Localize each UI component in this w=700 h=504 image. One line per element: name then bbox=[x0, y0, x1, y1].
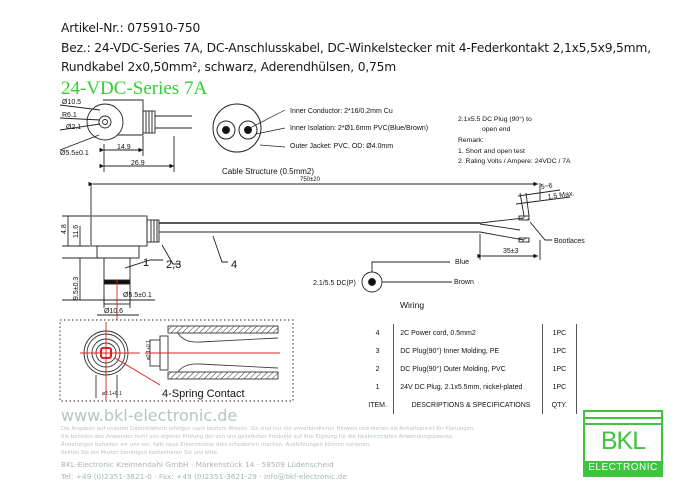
dim-side-body: Ø10.6 bbox=[104, 308, 123, 315]
bootlaces-label: Bootlaces bbox=[554, 238, 585, 245]
remark-title-2: open end bbox=[482, 126, 511, 133]
article-number: Artikel-Nr.: 075910-750 bbox=[61, 21, 201, 35]
wire-brown-label: Brown bbox=[454, 279, 474, 286]
bom-desc: DC Plug(90°) Outer Molding, PVC bbox=[393, 360, 543, 378]
dim-4-8: 4.8 bbox=[61, 224, 68, 234]
plug-front-view bbox=[59, 99, 192, 172]
spring-contact-label: 4-Spring Contact bbox=[162, 388, 245, 400]
wire-blue-label: Blue bbox=[455, 259, 469, 266]
wiring-diagram bbox=[361, 261, 452, 293]
remark-title-1: 2.1x5.5 DC Plug (90°) to bbox=[458, 115, 532, 123]
bom-desc: 2C Power cord, 0.5mm2 bbox=[393, 324, 543, 342]
bom-qty: 1PC bbox=[543, 378, 577, 396]
dim-split-length: 35±3 bbox=[503, 248, 519, 255]
dim-side-barrel: Ø5.5±0.1 bbox=[123, 292, 152, 299]
dim-9-5: 9.5±0.3 bbox=[73, 277, 80, 300]
bom-item: 3 bbox=[375, 347, 380, 355]
inner-isolation-label: Inner Isolation: 2*Ø1.6mm PVC(Blue/Brown… bbox=[290, 125, 428, 132]
table-row: 1 24V DC Plug, 2.1x5.5mm, nickel-plated … bbox=[362, 378, 577, 396]
table-row: 2 DC Plug(90°) Outer Molding, PVC 1PC bbox=[362, 360, 577, 378]
dim-length: 750±20 bbox=[300, 177, 321, 183]
logo-sub: ELECTRONIC bbox=[585, 461, 661, 475]
outer-jacket-label: Outer Jacket: PVC, OD: Ø4.0mm bbox=[290, 143, 393, 150]
dim-radius: R6.1 bbox=[62, 112, 77, 119]
wiring-plug-label: 2.1/5.5 DC(P) bbox=[313, 280, 356, 287]
callout-2-3: 2,3 bbox=[166, 259, 181, 271]
dim-barrel-diameter: Ø5.5±0.1 bbox=[60, 150, 89, 157]
bom-item: 2 bbox=[375, 365, 380, 373]
dim-pin-diameter: Ø2.1 bbox=[66, 124, 81, 131]
dim-strip-5-6: 5~6 bbox=[540, 182, 553, 191]
website-link[interactable]: www.bkl-electronic.de bbox=[61, 406, 238, 425]
spring-contact-detail bbox=[59, 319, 294, 402]
bom-qty: 1PC bbox=[543, 360, 577, 378]
detail-pin-dim: ø2.1+0.1 bbox=[102, 391, 122, 397]
callout-1: 1 bbox=[143, 257, 149, 269]
bom-desc: DC Plug(90°) Inner Molding, PE bbox=[393, 342, 543, 360]
disclaimer-line-1: Die Angaben auf unseren Datenblättern er… bbox=[61, 426, 475, 432]
bom-table: 4 2C Power cord, 0.5mm2 1PC 3 DC Plug(90… bbox=[362, 324, 577, 414]
dim-outer-diameter: Ø10.5 bbox=[62, 99, 81, 106]
company-address: BKL-Electronic Kreimendahl GmbH · Märken… bbox=[61, 460, 334, 469]
dim-11-6: 11.6 bbox=[73, 225, 80, 238]
disclaimer-line-2: Sie befreien den Anwender nicht von eige… bbox=[61, 434, 454, 440]
remark-label: Remark: bbox=[458, 137, 484, 144]
company-contact: Tel: +49 (0)2351-3621-0 · Fax: +49 (0)23… bbox=[61, 472, 347, 481]
bom-item: 1 bbox=[375, 383, 380, 391]
detail-pin-dim-side: ø2.1+0.1 bbox=[146, 340, 152, 360]
remark-item-2: 2. Rating Volts / Ampere: 24VDC / 7A bbox=[458, 158, 571, 165]
table-row: 4 2C Power cord, 0.5mm2 1PC bbox=[362, 324, 577, 342]
bom-header-item: ITEM. bbox=[368, 401, 387, 409]
bkl-logo: BKL ELECTRONIC bbox=[583, 410, 663, 477]
disclaimer-line-4: Sollten Sie ein Muster benötigen kontakt… bbox=[61, 450, 219, 456]
dim-strip-1-5: 1.5 Max. bbox=[547, 190, 575, 201]
bom-qty: 1PC bbox=[543, 342, 577, 360]
dim-14-9: 14.9 bbox=[117, 144, 131, 151]
inner-conductor-label: Inner Conductor: 2*16/0.2mm Cu bbox=[290, 108, 393, 115]
description-line-1: Bez.: 24-VDC-Series 7A, DC-Anschlusskabe… bbox=[61, 41, 651, 55]
bom-item: 4 bbox=[375, 329, 380, 337]
callout-4: 4 bbox=[231, 259, 237, 271]
description-line-2: Rundkabel 2x0,50mm², schwarz, Aderendhül… bbox=[61, 60, 397, 74]
remark-item-1: 1. Short and open test bbox=[458, 148, 525, 155]
table-header: ITEM. DESCRIPTIONS & SPECIFICATIONS QTY. bbox=[362, 396, 577, 414]
disclaimer-line-3: Änderungen behalten wir uns vor, falls n… bbox=[61, 442, 371, 448]
wiring-title: Wiring bbox=[400, 300, 424, 310]
plug-side-view bbox=[62, 181, 571, 320]
bom-header-qty: QTY. bbox=[543, 396, 577, 414]
series-title: 24-VDC-Series 7A bbox=[61, 78, 208, 99]
dim-26-9: 26.9 bbox=[131, 160, 145, 167]
bom-header-desc: DESCRIPTIONS & SPECIFICATIONS bbox=[393, 396, 543, 414]
bom-qty: 1PC bbox=[543, 324, 577, 342]
cable-structure-title: Cable Structure (0.5mm2) bbox=[222, 167, 314, 176]
logo-brand: BKL bbox=[600, 427, 646, 455]
bom-desc: 24V DC Plug, 2.1x5.5mm, nickel-plated bbox=[393, 378, 543, 396]
cable-structure-diagram bbox=[212, 103, 286, 153]
table-row: 3 DC Plug(90°) Inner Molding, PE 1PC bbox=[362, 342, 577, 360]
